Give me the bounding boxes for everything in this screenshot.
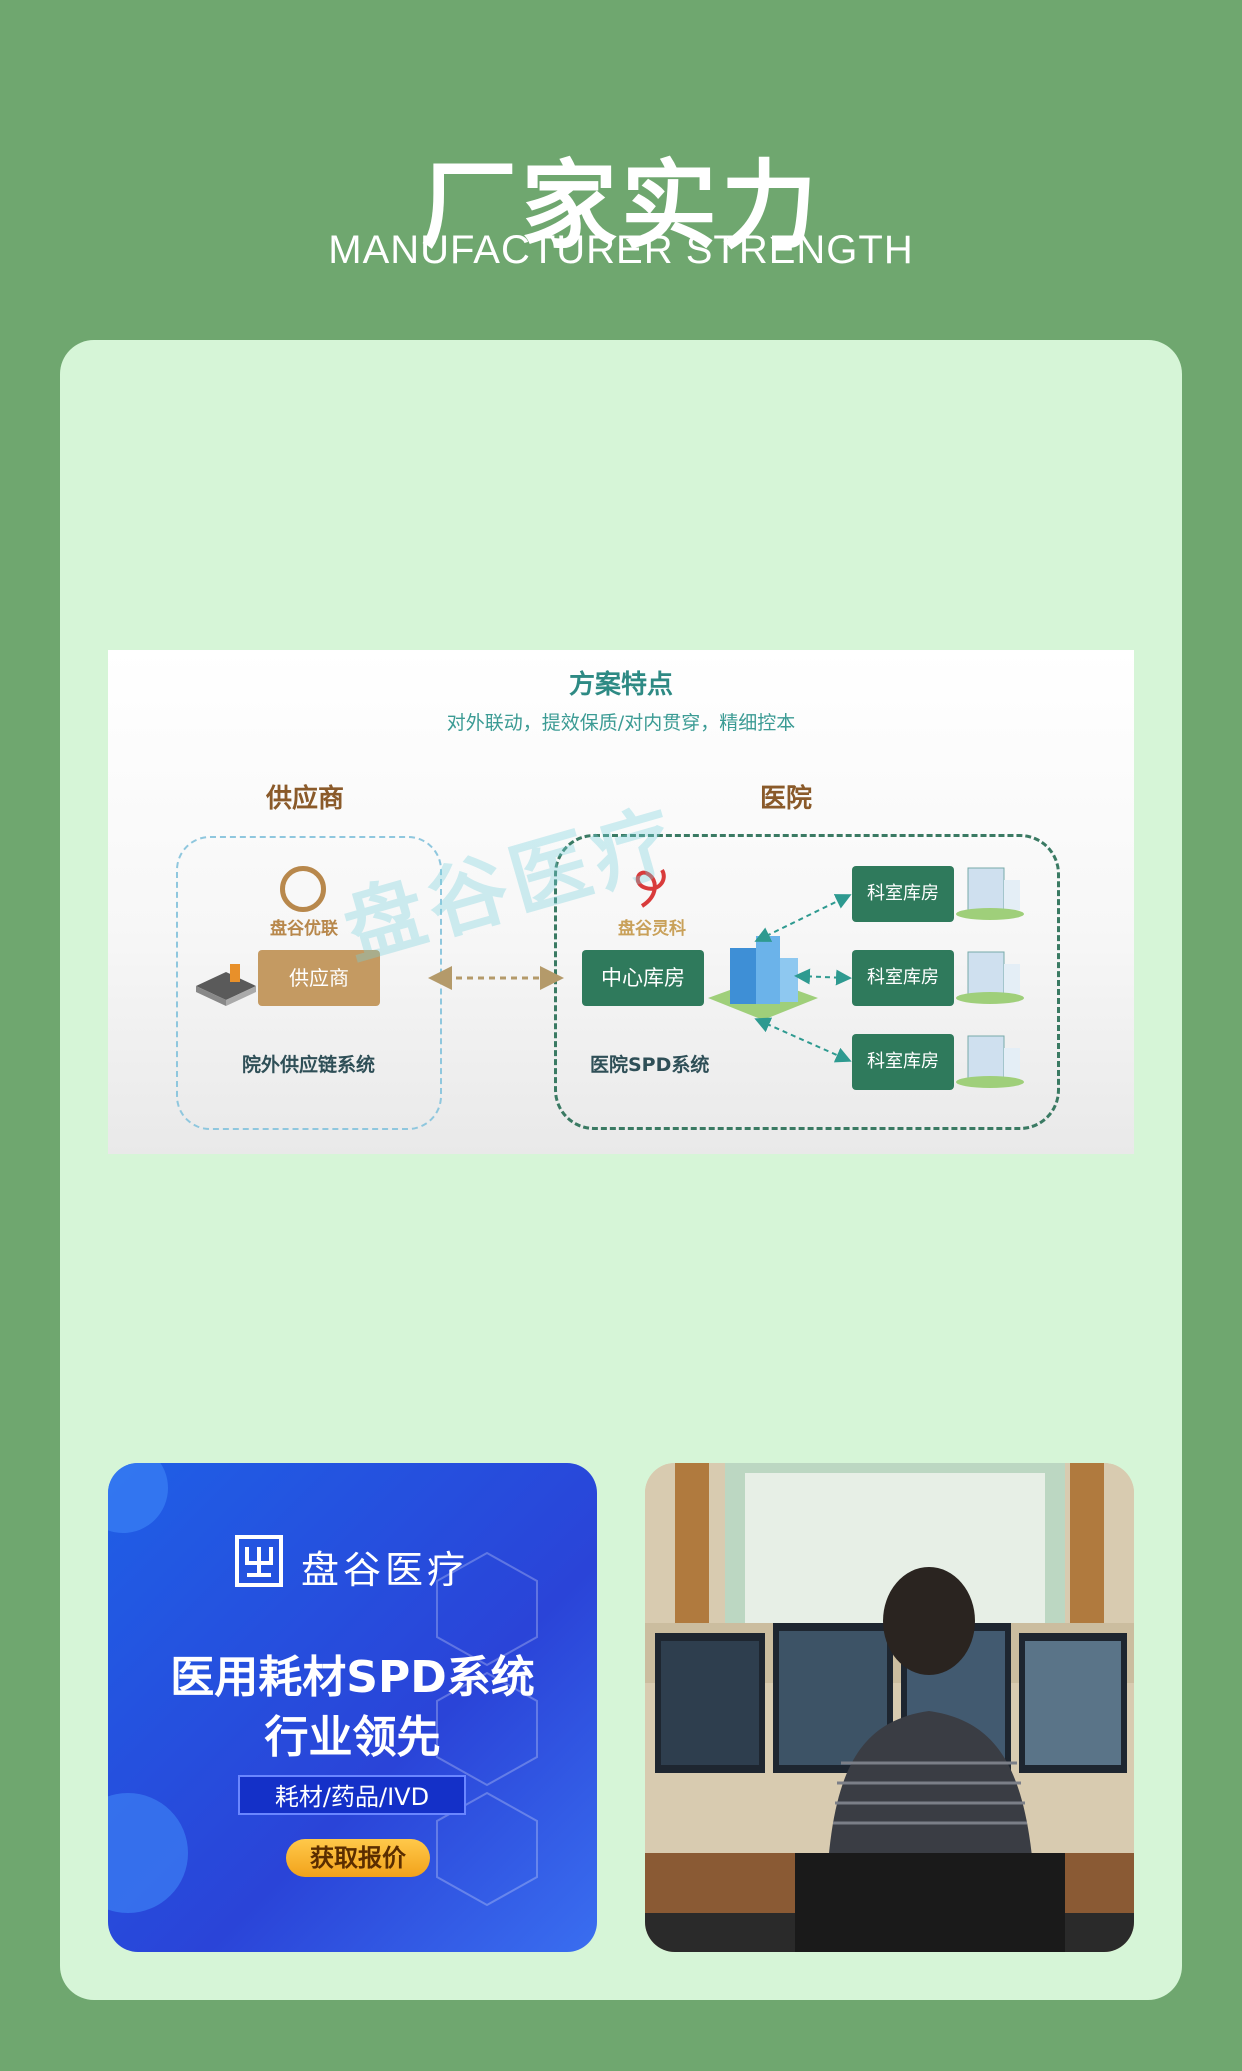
dept-building-icon (956, 867, 1024, 920)
hospital-heading: 医院 (760, 784, 813, 814)
brand-logo-icon (235, 1535, 283, 1587)
developer-photo (645, 1463, 1134, 1952)
decor-circle (108, 1463, 168, 1533)
medical-hex-pattern-icon (436, 1551, 538, 1907)
get-quote-button[interactable]: 获取报价 (286, 1839, 430, 1877)
supplier-pill: 供应商 (258, 950, 380, 1006)
decor-circle (108, 1793, 188, 1913)
hospital-logo-text: 盘谷灵科 (618, 919, 686, 939)
supplier-heading: 供应商 (266, 784, 345, 814)
dept-building-icon (956, 1035, 1024, 1088)
supplier-logo-icon (280, 866, 326, 912)
diagram-title: 方案特点 (568, 670, 673, 700)
supplier-logo-text: 盘谷优联 (270, 919, 338, 939)
center-warehouse-pill: 中心库房 (582, 950, 704, 1006)
flow-arrows (428, 894, 852, 1063)
dept-warehouse-pill-1: 科室库房 (852, 866, 954, 922)
supplier-caption: 院外供应链系统 (242, 1054, 376, 1076)
hospital-logo-icon (635, 868, 666, 908)
hospital-caption: 医院SPD系统 (590, 1054, 710, 1076)
dept-warehouse-pill-3: 科室库房 (852, 1034, 954, 1090)
promo-headline: 医用耗材SPD系统 (170, 1652, 535, 1703)
brand-name: 盘谷医疗 (301, 1548, 470, 1592)
hospital-building-icon (708, 936, 818, 1020)
promo-banner[interactable]: 盘谷医疗 医用耗材SPD系统 行业领先 耗材/药品/IVD 获取报价 (108, 1463, 597, 1952)
developer-at-monitors-image (645, 1463, 1134, 1952)
solution-diagram: 方案特点 对外联动，提效保质/对内贯穿，精细控本 供应商 医院 盘谷优联 供应商… (108, 650, 1134, 1154)
product-tag: 耗材/药品/IVD (238, 1775, 466, 1815)
promo-headline-2: 行业领先 (264, 1712, 441, 1763)
page-title: 厂家实力 (421, 150, 821, 262)
dept-building-icon (956, 951, 1024, 1004)
dept-warehouse-pill-2: 科室库房 (852, 950, 954, 1006)
diagram-subtitle: 对外联动，提效保质/对内贯穿，精细控本 (446, 712, 796, 734)
warehouse-icon (196, 964, 256, 1006)
page-subtitle: MANUFACTURER STRENGTH (328, 228, 914, 272)
